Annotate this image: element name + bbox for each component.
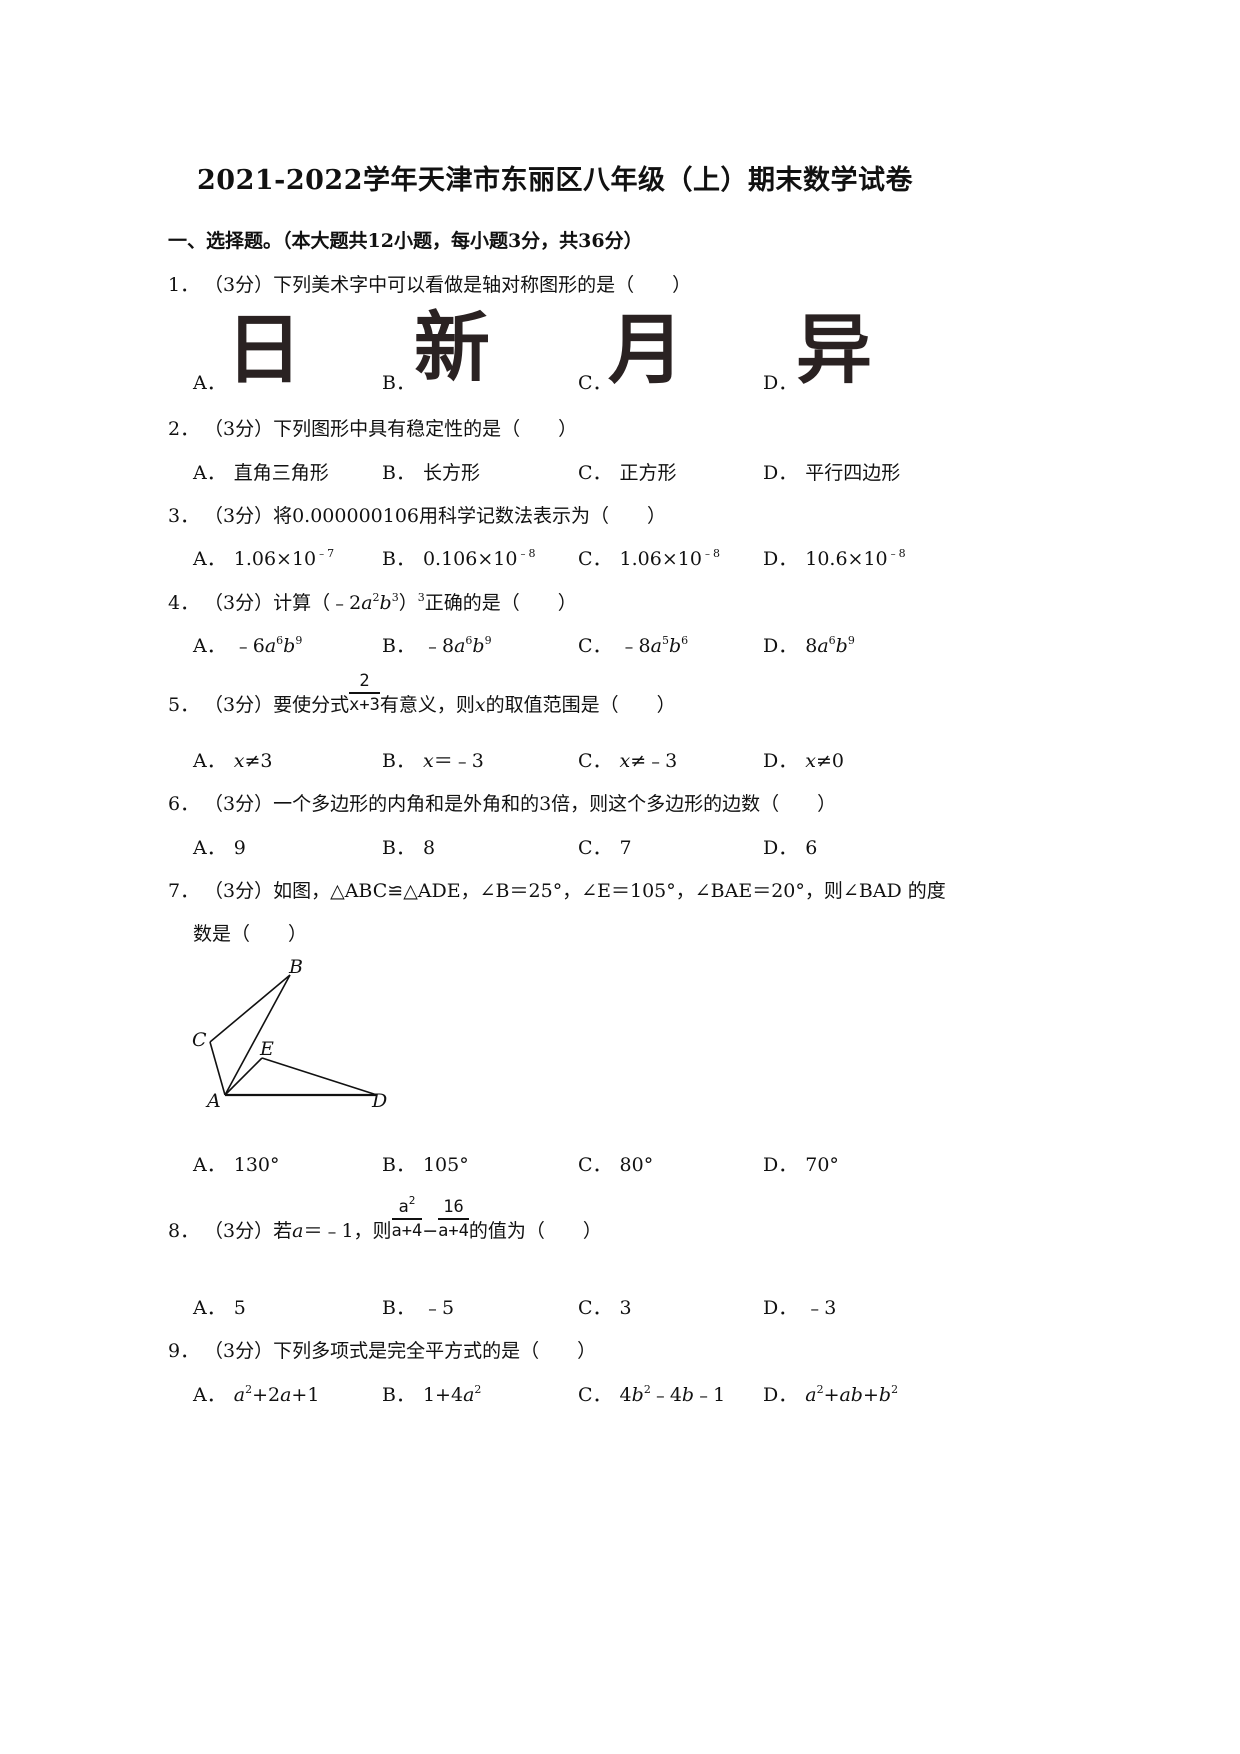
question-stem: 下列多项式是完全平方式的是（ ）: [273, 1340, 597, 1362]
q9-option-c[interactable]: C．4b2﹣4b﹣1: [578, 1383, 726, 1406]
question-stem: 如图，△ABC≌△ADE，∠B＝25°，∠E＝105°，∠BAE＝20°，则∠B…: [273, 880, 946, 902]
question-9: 9．（3分）下列多项式是完全平方式的是（ ）: [168, 1340, 597, 1362]
question-2: 2．（3分）下列图形中具有稳定性的是（ ）: [168, 418, 578, 440]
vertex-label-b: B: [288, 956, 303, 978]
var-b: b: [668, 635, 682, 657]
q4-option-d[interactable]: D．8a6b9: [763, 634, 855, 657]
q1-option-c[interactable]: C．: [578, 372, 612, 394]
segment-ae: [224, 1057, 263, 1096]
question-7: 7．（3分）如图，△ABC≌△ADE，∠B＝25°，∠E＝105°，∠BAE＝2…: [168, 880, 946, 902]
q1-option-d[interactable]: D．: [763, 372, 798, 394]
question-3: 3．（3分）将0.000000106用科学记数法表示为（ ）: [168, 505, 667, 527]
q8-option-b[interactable]: B．﹣5: [382, 1297, 455, 1319]
vertex-label-d: D: [371, 1090, 387, 1112]
q7-option-d[interactable]: D．70°: [763, 1154, 839, 1176]
q9-option-a[interactable]: A．a2+2a+1: [193, 1383, 320, 1406]
q6-option-d[interactable]: D．6: [763, 837, 818, 859]
q2-option-d[interactable]: D．平行四边形: [763, 462, 901, 484]
q6-option-b[interactable]: B．8: [382, 837, 436, 859]
var-a: a: [650, 635, 662, 657]
var-b: b: [283, 635, 296, 657]
q3-option-c[interactable]: C．1.06×10﹣8: [578, 547, 720, 570]
q7-option-c[interactable]: C．80°: [578, 1154, 654, 1176]
question-6: 6．（3分）一个多边形的内角和是外角和的3倍，则这个多边形的边数（ ）: [168, 793, 837, 815]
q8-option-c[interactable]: C．3: [578, 1297, 632, 1319]
art-glyph-yue: 月: [608, 305, 684, 394]
q3-option-b[interactable]: B．0.106×10﹣8: [382, 547, 536, 570]
vertex-label-a: A: [205, 1090, 221, 1112]
q6-option-c[interactable]: C．7: [578, 837, 632, 859]
question-stem: 下列图形中具有稳定性的是（ ）: [273, 418, 578, 440]
q5-option-b[interactable]: B．x＝﹣3: [382, 750, 484, 772]
q7-option-b[interactable]: B．105°: [382, 1154, 469, 1176]
q2-option-b[interactable]: B．长方形: [382, 462, 480, 484]
question-stem: 下列美术字中可以看做是轴对称图形的是（ ）: [273, 274, 692, 296]
var-a: a: [454, 635, 466, 657]
q4-option-a[interactable]: A．﹣6a6b9: [193, 634, 303, 657]
q9-option-b[interactable]: B．1+4a2: [382, 1383, 482, 1406]
minus-sign: −: [422, 1220, 439, 1242]
vertex-label-e: E: [259, 1038, 274, 1060]
segment-cb: [209, 974, 291, 1043]
q3-option-d[interactable]: D．10.6×10﹣8: [763, 547, 906, 570]
q5-option-a[interactable]: A．x≠3: [193, 750, 273, 772]
q2-option-c[interactable]: C．正方形: [578, 462, 677, 484]
q4-option-b[interactable]: B．﹣8a6b9: [382, 634, 492, 657]
segment-ab: [224, 974, 291, 1096]
var-b: b: [472, 635, 485, 657]
question-1: 1．（3分）下列美术字中可以看做是轴对称图形的是（ ）: [168, 274, 692, 296]
var-b: b: [835, 635, 848, 657]
q9-option-d[interactable]: D．a2+ab+b2: [763, 1383, 899, 1406]
exam-title: 2021-2022学年天津市东丽区八年级（上）期末数学试卷: [197, 165, 913, 196]
q1-option-a[interactable]: A．: [193, 372, 226, 394]
q8-option-a[interactable]: A．5: [193, 1297, 246, 1319]
q7-option-a[interactable]: A．130°: [193, 1154, 280, 1176]
question-7-continuation: 数是（ ）: [193, 923, 308, 945]
q5-option-c[interactable]: C．x≠﹣3: [578, 750, 678, 772]
question-stem: 将0.000000106用科学记数法表示为（ ）: [273, 505, 667, 527]
q3-option-a[interactable]: A．1.06×10﹣7: [193, 547, 335, 570]
section-header: 一、选择题。（本大题共12小题，每小题3分，共36分）: [168, 230, 643, 252]
var-a: a: [264, 635, 277, 657]
segment-ac: [209, 1041, 226, 1096]
q8-option-d[interactable]: D．﹣3: [763, 1297, 837, 1319]
question-stem: 一个多边形的内角和是外角和的3倍，则这个多边形的边数（ ）: [273, 793, 837, 815]
art-glyph-xin: 新: [414, 303, 490, 392]
question-4: 4．（3分）计算（﹣2a2b3）3正确的是（ ）: [168, 591, 577, 614]
q1-option-b[interactable]: B．: [382, 372, 415, 394]
vertex-label-c: C: [192, 1029, 207, 1051]
segment-ed: [261, 1057, 378, 1096]
q2-option-a[interactable]: A．直角三角形: [193, 462, 329, 484]
var-a: a: [817, 635, 829, 657]
art-glyph-ri: 日: [226, 305, 302, 394]
q5-option-d[interactable]: D．x≠0: [763, 750, 844, 772]
q6-option-a[interactable]: A．9: [193, 837, 246, 859]
triangle-figure: A B C D E: [192, 956, 387, 1112]
art-glyph-yi: 异: [796, 305, 872, 394]
q4-option-c[interactable]: C．﹣8a5b6: [578, 634, 689, 657]
